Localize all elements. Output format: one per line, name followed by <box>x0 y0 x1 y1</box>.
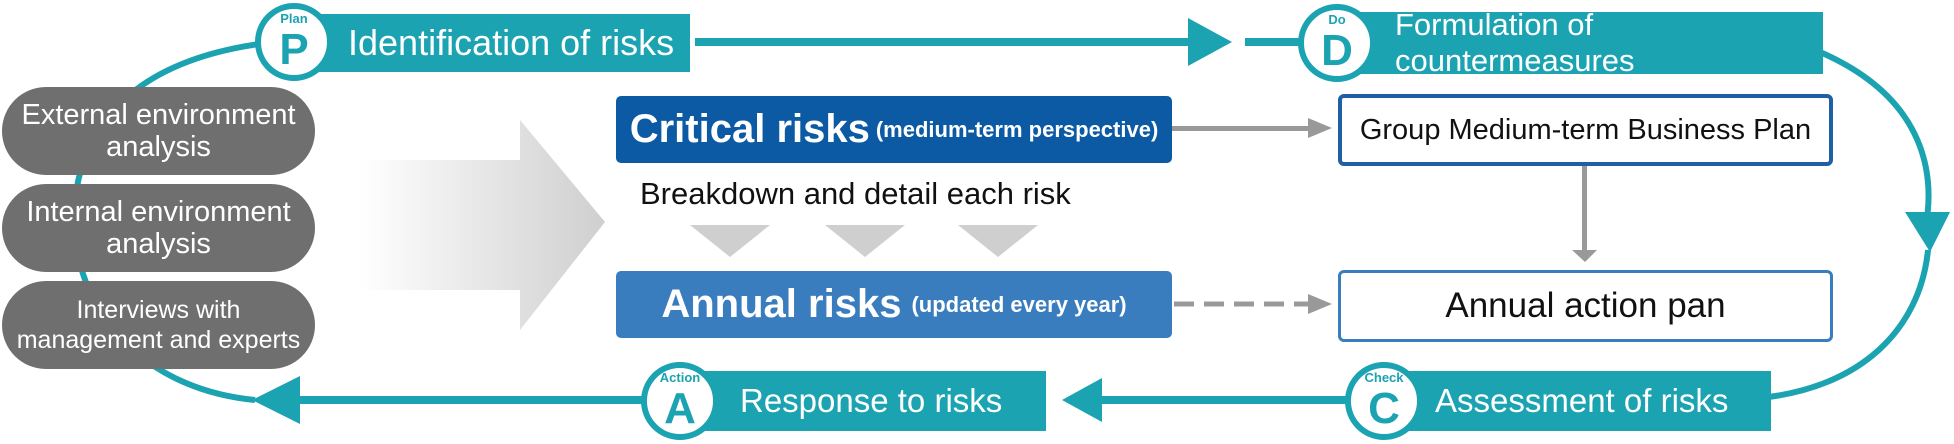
do-badge: Do D <box>1298 4 1376 82</box>
check-to-action-line <box>1080 396 1370 404</box>
plan-tag: Plan <box>280 11 308 26</box>
check-tag: Check <box>1364 370 1404 385</box>
check-label: Assessment of risks <box>1435 382 1729 419</box>
do-lead-line <box>1245 38 1305 46</box>
annual-risks-label: Annual risks <box>661 282 902 326</box>
critical-to-plan-arrowhead <box>1308 118 1332 138</box>
check-letter: C <box>1368 384 1400 433</box>
input-interviews-label: Interviews with management and experts <box>16 296 301 354</box>
medium-term-plan-label: Group Medium-term Business Plan <box>1359 113 1812 146</box>
plan-to-annual-line <box>1582 166 1587 256</box>
action-tag: Action <box>659 370 701 385</box>
plan-to-do-line <box>695 38 1195 46</box>
annual-to-plan-arrowhead <box>1308 294 1332 314</box>
action-to-left-line <box>280 396 650 404</box>
input-interviews: Interviews with management and experts <box>2 281 315 369</box>
do-label: Formulation of countermeasures <box>1395 7 1635 78</box>
breakdown-chevron-2 <box>825 225 905 257</box>
input-internal: Internal environment analysis <box>2 184 315 272</box>
action-label: Response to risks <box>740 382 1003 419</box>
breakdown-text: Breakdown and detail each risk <box>640 176 1071 211</box>
do-bar: Formulation of countermeasures <box>1335 7 1823 78</box>
input-external-label: External environment analysis <box>21 99 296 163</box>
plan-label: Identification of risks <box>348 22 675 63</box>
medium-term-plan-box: Group Medium-term Business Plan <box>1338 94 1833 166</box>
input-external: External environment analysis <box>2 87 315 175</box>
action-letter: A <box>664 384 696 433</box>
plan-badge: Plan P <box>255 3 333 81</box>
annual-risks-box: Annual risks (updated every year) <box>616 271 1172 338</box>
critical-risks-note: (medium-term perspective) <box>875 116 1159 142</box>
cycle-right-arc <box>1818 49 1932 231</box>
critical-to-plan-line <box>1172 126 1314 131</box>
plan-letter: P <box>279 25 309 74</box>
critical-risks-box: Critical risks (medium-term perspective) <box>616 96 1172 163</box>
cycle-right-arrowhead <box>1905 212 1950 252</box>
breakdown-chevron-1 <box>690 225 770 257</box>
plan-bar: Identification of risks <box>282 14 690 72</box>
action-to-left-arrowhead <box>252 376 300 424</box>
do-letter: D <box>1321 26 1353 75</box>
do-tag: Do <box>1328 12 1346 27</box>
plan-to-do-arrowhead <box>1188 18 1232 66</box>
cycle-right-lower-arc <box>1759 249 1931 401</box>
breakdown-chevron-3 <box>958 225 1038 257</box>
action-bar: Response to risks <box>668 371 1046 431</box>
check-badge: Check C <box>1345 362 1423 440</box>
input-internal-label: Internal environment analysis <box>26 196 291 260</box>
annual-plan-box: Annual action pan <box>1338 270 1833 342</box>
check-bar: Assessment of risks <box>1395 371 1771 431</box>
action-badge: Action A <box>641 362 719 440</box>
check-to-action-arrowhead <box>1062 378 1102 422</box>
annual-plan-label: Annual action pan <box>1445 286 1726 325</box>
annual-risks-note: (updated every year) <box>911 291 1127 317</box>
plan-to-annual-arrowhead <box>1572 250 1597 262</box>
critical-risks-label: Critical risks <box>629 107 870 151</box>
inputs-big-arrow <box>360 120 605 330</box>
